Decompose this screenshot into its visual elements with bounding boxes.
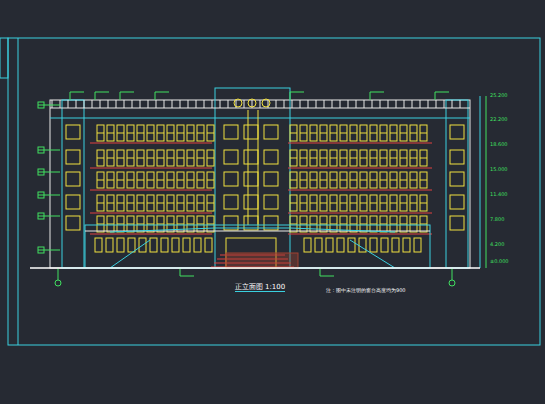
elevation-mark: 11.400 (490, 192, 508, 197)
elevation-mark: 15.000 (490, 167, 508, 172)
elevation-mark: 7.800 (490, 217, 504, 222)
drawing-note: 注：图中未注明的窗台高度均为900 (326, 288, 406, 293)
elevation-mark: 18.600 (490, 142, 508, 147)
elevation-mark: ±0.000 (490, 259, 509, 264)
drawing-title: 正立面图 1:100 (235, 284, 285, 292)
elevation-mark: 4.200 (490, 242, 504, 247)
elevation-mark: 25.200 (490, 93, 508, 98)
elevation-mark: 22.200 (490, 117, 508, 122)
